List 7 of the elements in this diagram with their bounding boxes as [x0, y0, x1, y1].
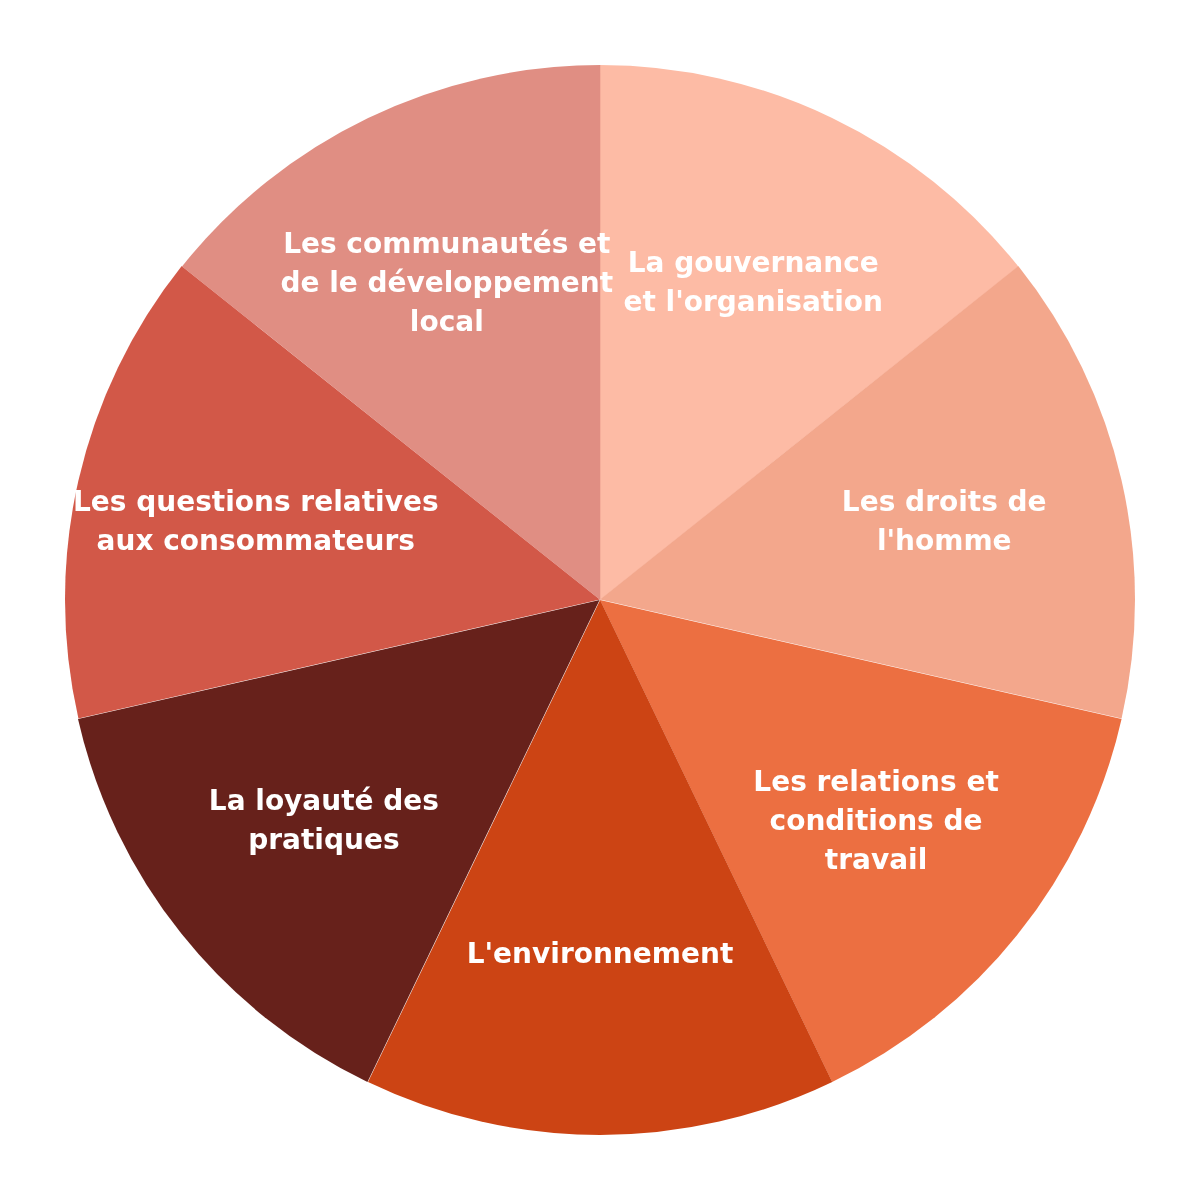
slice-label: Les relations et conditions de travail — [752, 763, 1000, 878]
slice-label: La gouvernance et l'organisation — [622, 244, 884, 320]
slice-label: Les questions relatives aux consommateurs — [71, 484, 440, 560]
slice-label: La loyauté des pratiques — [207, 783, 441, 859]
slice-label: Les communautés et de le développement local — [279, 225, 615, 340]
slice-label: Les droits de l'homme — [840, 484, 1048, 560]
slice-label: L'environnement — [465, 935, 735, 972]
